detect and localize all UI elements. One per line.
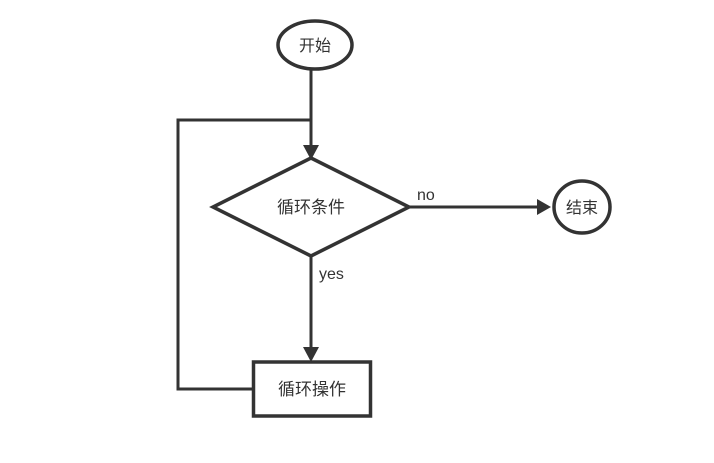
node-operation-label: 循环操作 [278,380,346,399]
node-start: 开始 [276,19,354,71]
node-end: 结束 [552,179,612,235]
edge-condition-to-end: no [410,187,551,215]
edge-condition-to-operation: yes [303,257,344,362]
node-loop-operation: 循环操作 [251,360,373,418]
edge-start-to-condition [303,70,319,160]
node-end-label: 结束 [566,199,598,217]
node-start-label: 开始 [299,37,331,55]
edge-loopback-line [176,118,311,391]
end-ellipse [552,179,612,235]
condition-diamond [209,156,413,258]
edge-label-no: no [417,187,435,204]
arrowhead-down-icon [303,145,319,160]
edge-label-yes: yes [319,266,344,283]
arrowhead-right-icon [537,199,551,215]
operation-rect [251,360,373,418]
arrowhead-down-icon [303,347,319,362]
node-loop-condition: 循环条件 [209,156,413,258]
edge-loopback-operation-to-condition [176,118,311,391]
start-ellipse [276,19,354,71]
node-condition-label: 循环条件 [277,198,345,217]
